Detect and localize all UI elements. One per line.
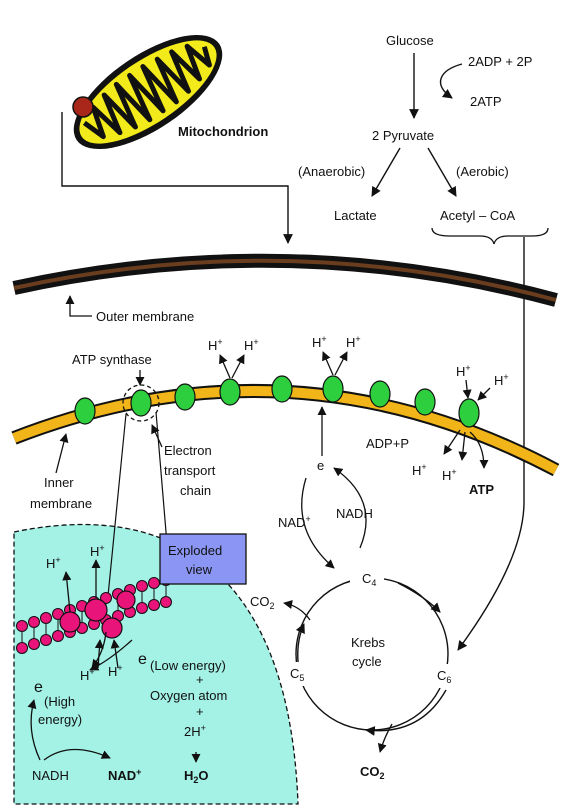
protein-4 xyxy=(219,378,241,406)
acetyl-to-c6-line xyxy=(457,237,525,651)
protein-6 xyxy=(322,375,344,403)
outer-membrane-pointer xyxy=(65,295,92,317)
etc-label-2: transport xyxy=(164,463,216,478)
high-energy-label-1: (High xyxy=(44,694,75,709)
etc-label-1: Electron xyxy=(164,443,212,458)
exp-nadh-label: NADH xyxy=(32,768,69,783)
aerobic-label: (Aerobic) xyxy=(456,164,509,179)
h-out-2: H+ xyxy=(442,467,457,483)
c4-label: C4 xyxy=(362,571,376,588)
krebs-arrow-bottom xyxy=(365,689,447,736)
adp-label: 2ADP + 2P xyxy=(468,54,532,69)
protein-7 xyxy=(369,380,391,408)
nadh-to-e-arrow xyxy=(333,467,367,549)
svg-text:H+: H+ xyxy=(456,363,471,379)
krebs-arrow-c4-top xyxy=(397,582,441,613)
outer-membrane-inner xyxy=(13,258,557,302)
exp-e-low: e xyxy=(138,651,147,668)
electron-label: e xyxy=(317,458,324,473)
exp-h-1: H+ xyxy=(46,555,61,571)
co2-bottom-arrow xyxy=(377,723,393,753)
c5-label: C5 xyxy=(290,666,304,683)
protein-2 xyxy=(130,389,152,417)
nad-label: NAD+ xyxy=(278,514,311,530)
svg-text:H+: H+ xyxy=(494,372,509,388)
exp-e-high: e xyxy=(34,679,43,696)
krebs-label-1: Krebs xyxy=(351,635,385,650)
protein-8 xyxy=(414,388,436,416)
proton-labels-top: H+ H+ H+ H+ H+ H+ xyxy=(208,334,509,388)
nad-to-c4-arrow xyxy=(301,477,335,569)
oxygen-atom-label: Oxygen atom xyxy=(150,688,227,703)
svg-text:H+: H+ xyxy=(312,334,327,350)
h-out-1: H+ xyxy=(412,462,427,478)
aerobic-arrow xyxy=(427,147,457,197)
red-dot xyxy=(72,96,94,118)
mito-cristae xyxy=(82,43,212,140)
two-h-label: 2H+ xyxy=(184,723,206,739)
inner-membrane-label-1: Inner xyxy=(44,475,74,490)
h2o-label: H2O xyxy=(184,768,209,785)
co2-left-arrow xyxy=(283,600,311,621)
protein-3 xyxy=(174,383,196,411)
svg-text:H+: H+ xyxy=(346,334,361,350)
atp-curve-arrow xyxy=(439,63,463,99)
exp-h-2: H+ xyxy=(90,543,105,559)
membrane-proteins xyxy=(74,375,480,428)
glucose-label: Glucose xyxy=(386,33,434,48)
c6-label: C6 xyxy=(437,668,451,685)
krebs-label-2: cycle xyxy=(352,654,382,669)
svg-text:H+: H+ xyxy=(244,337,259,353)
high-energy-label-2: energy) xyxy=(38,712,82,727)
exploded-view-box xyxy=(159,533,247,585)
exploded-view-label-1: Exploded xyxy=(168,543,222,558)
mitochondrion-label: Mitochondrion xyxy=(178,124,268,139)
connector-line xyxy=(61,112,293,244)
mitochondrion-icon xyxy=(73,34,223,150)
lactate-label: Lactate xyxy=(334,208,377,223)
nadh-label: NADH xyxy=(336,506,373,521)
anaerobic-arrow xyxy=(371,147,401,197)
adp-p-label: ADP+P xyxy=(366,436,409,451)
exp-nad-label: NAD+ xyxy=(108,767,141,783)
protein-1 xyxy=(74,397,96,425)
atp2-label: 2ATP xyxy=(470,94,502,109)
anaerobic-label: (Anaerobic) xyxy=(298,164,365,179)
electron-transport-complexes xyxy=(59,590,136,639)
exploded-view-panel xyxy=(13,523,299,805)
etc-pointer xyxy=(151,424,163,448)
etc-label-3: chain xyxy=(180,483,211,498)
atp-label: ATP xyxy=(469,482,494,497)
protein-9-atp-synthase xyxy=(458,398,480,428)
outer-membrane-label: Outer membrane xyxy=(96,309,194,324)
low-energy-label: (Low energy) xyxy=(150,658,226,673)
co2-bottom-label: CO2 xyxy=(360,764,385,781)
exploded-arrows xyxy=(27,559,201,763)
exp-h-3: H+ xyxy=(80,667,95,683)
proton-pumping-arrows xyxy=(219,351,348,379)
plus-2: + xyxy=(196,704,204,719)
exploded-view-label-2: view xyxy=(186,562,213,577)
svg-text:H+: H+ xyxy=(208,337,223,353)
inner-membrane-label-2: membrane xyxy=(30,496,92,511)
atp-synthase-arrows xyxy=(443,379,491,469)
pyruvate-label: 2 Pyruvate xyxy=(372,128,434,143)
protein-5 xyxy=(271,375,293,403)
exp-h-4: H+ xyxy=(108,663,123,679)
acetyl-coa-label: Acetyl – CoA xyxy=(440,208,515,223)
atp-synthase-label: ATP synthase xyxy=(72,352,152,367)
plus-1: + xyxy=(196,672,204,687)
inner-membrane-pointer xyxy=(55,433,69,474)
co2-left-label: CO2 xyxy=(250,594,275,611)
zoom-line-left xyxy=(107,413,127,597)
acetyl-brace xyxy=(431,227,549,245)
